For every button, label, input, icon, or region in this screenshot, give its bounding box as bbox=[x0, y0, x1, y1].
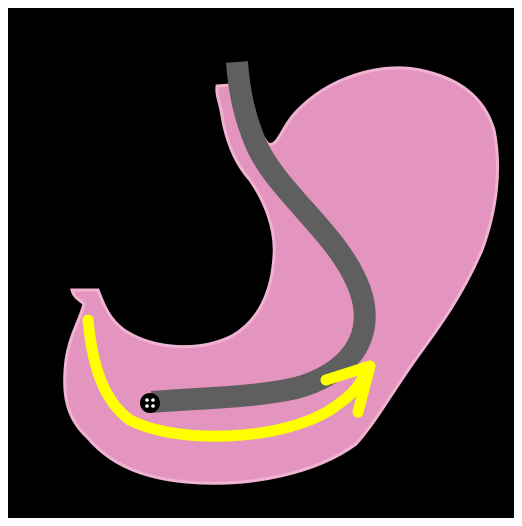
stomach-illustration bbox=[8, 8, 514, 518]
endoscope-tip bbox=[140, 393, 160, 413]
illustration-canvas bbox=[8, 8, 514, 518]
